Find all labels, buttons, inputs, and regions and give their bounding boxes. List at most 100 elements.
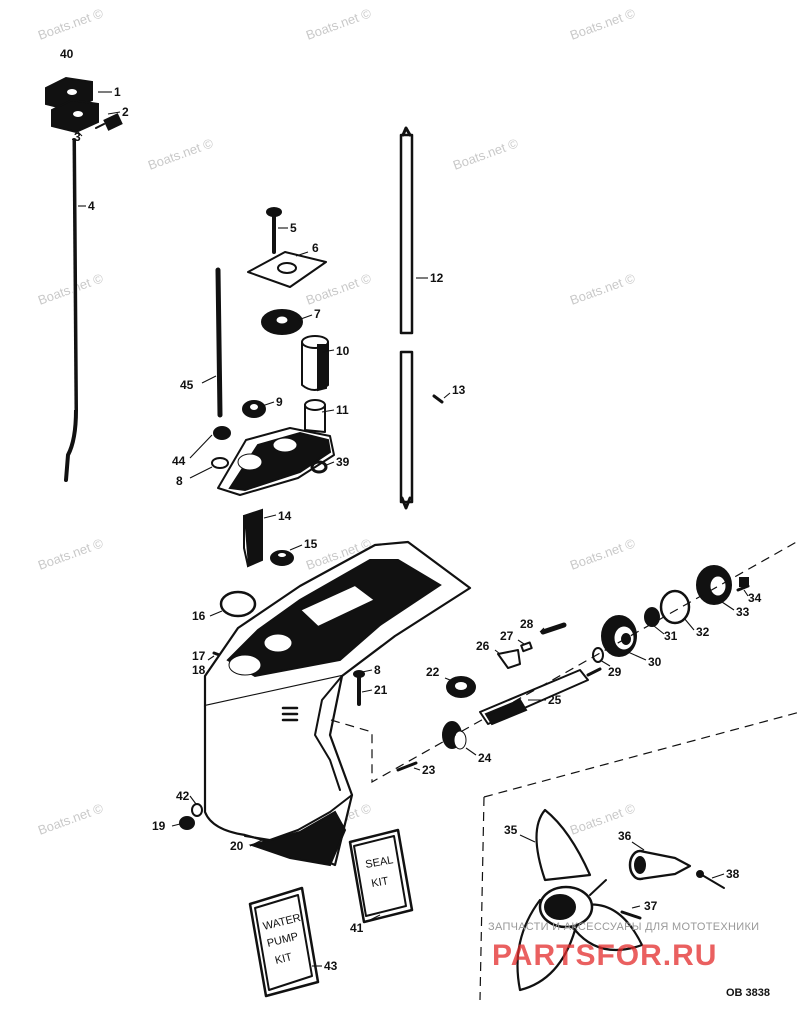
callout-1: 1 — [114, 85, 121, 99]
callout-15: 15 — [304, 537, 318, 551]
callout-8: 8 — [176, 474, 183, 488]
callout-22: 22 — [426, 665, 440, 679]
callout-7: 7 — [314, 307, 321, 321]
callout-8b: 8 — [374, 663, 381, 677]
callout-41: 41 — [350, 921, 364, 935]
callout-17: 17 — [192, 649, 206, 663]
washer-42 — [191, 803, 203, 817]
callout-20: 20 — [230, 839, 244, 853]
brand-tagline: ЗАПЧАСТИ И АКСЕССУАРЫ ДЛЯ МОТОТЕХНИКИ — [488, 921, 759, 933]
o-ring-32 — [659, 589, 691, 625]
watermark: Boats.net © — [36, 270, 106, 308]
impeller-plate — [247, 251, 327, 288]
callout-31: 31 — [664, 629, 678, 643]
water-pump-base — [217, 399, 335, 496]
callout-2: 2 — [122, 105, 129, 119]
shift-rod-connector — [45, 76, 123, 134]
callout-14: 14 — [278, 509, 292, 523]
callout-24: 24 — [478, 751, 492, 765]
pinion-gear — [442, 721, 467, 750]
watermark: Boats.net © — [568, 5, 638, 43]
callout-3: 3 — [74, 130, 81, 144]
seal-kit-box: SEAL KIT — [348, 828, 414, 924]
watermark-layer: Boats.net © Boats.net © Boats.net © Boat… — [36, 5, 638, 838]
watermark: Boats.net © — [304, 5, 374, 43]
callout-9: 9 — [276, 395, 283, 409]
shift-cradle — [497, 649, 521, 669]
callout-38: 38 — [726, 867, 740, 881]
anode — [242, 508, 263, 568]
leader-lines — [77, 91, 749, 967]
pin-23 — [396, 761, 418, 772]
seal-15 — [270, 550, 294, 566]
parts-drawing: SEAL KIT WATER PUMP KIT — [45, 76, 800, 1001]
callout-26: 26 — [476, 639, 490, 653]
dashed-assembly-line — [330, 539, 800, 784]
lock-nut — [213, 426, 231, 440]
o-ring-39 — [310, 460, 328, 474]
callout-10: 10 — [336, 344, 350, 358]
callout-34: 34 — [748, 591, 762, 605]
bushing — [242, 400, 266, 418]
callout-33: 33 — [736, 605, 750, 619]
washer-29 — [592, 647, 604, 663]
drive-shaft — [399, 126, 444, 510]
callout-23: 23 — [422, 763, 436, 777]
callout-43: 43 — [324, 959, 338, 973]
gearcase-housing — [203, 540, 472, 867]
callout-6: 6 — [312, 241, 319, 255]
callout-labels: 40 1 2 3 4 5 6 7 10 12 45 9 11 13 44 8 3… — [60, 47, 762, 973]
cotter-pin-38 — [701, 874, 725, 889]
o-ring-16 — [219, 590, 257, 618]
callout-37: 37 — [644, 899, 658, 913]
propeller — [516, 808, 644, 992]
callout-5: 5 — [290, 221, 297, 235]
callout-21: 21 — [374, 683, 388, 697]
callout-19: 19 — [152, 819, 166, 833]
callout-32: 32 — [696, 625, 710, 639]
callout-29: 29 — [608, 665, 622, 679]
watermark: Boats.net © — [568, 270, 638, 308]
callout-11: 11 — [336, 403, 349, 417]
callout-28: 28 — [520, 617, 534, 631]
callout-42: 42 — [176, 789, 190, 803]
callout-30: 30 — [648, 655, 662, 669]
propeller-shaft — [479, 667, 602, 726]
stud — [215, 267, 223, 418]
spinner-cone — [628, 849, 692, 881]
shear-pin-37 — [620, 910, 642, 920]
bearing-carrier-30 — [601, 615, 637, 657]
impeller — [261, 309, 303, 335]
shift-rod — [64, 138, 78, 482]
seal-31 — [644, 607, 660, 627]
callout-27: 27 — [500, 629, 514, 643]
callout-13: 13 — [452, 383, 466, 397]
spring-28 — [540, 622, 567, 635]
callout-45: 45 — [180, 378, 194, 392]
bolt-21 — [353, 670, 365, 706]
nut-19 — [179, 816, 195, 830]
watermark: Boats.net © — [36, 5, 106, 43]
watermark: Boats.net © — [36, 800, 106, 838]
callout-18: 18 — [192, 663, 206, 677]
water-pump-kit-box: WATER PUMP KIT — [248, 886, 320, 998]
watermark: Boats.net © — [146, 135, 216, 173]
callout-36: 36 — [618, 829, 632, 843]
retainer-33 — [696, 565, 732, 605]
callout-39: 39 — [336, 455, 350, 469]
watermark: Boats.net © — [451, 135, 521, 173]
clutch-pin — [520, 641, 533, 653]
watermark: Boats.net © — [304, 270, 374, 308]
water-tube-sleeve — [301, 335, 329, 392]
callout-35: 35 — [504, 823, 518, 837]
callout-16: 16 — [192, 609, 206, 623]
dashed-prop-box — [479, 711, 800, 1001]
callout-12: 12 — [430, 271, 444, 285]
diagram-code: OB 3838 — [726, 987, 770, 999]
pump-screw — [266, 207, 282, 254]
watermark: Boats.net © — [36, 535, 106, 573]
watermark: Boats.net © — [568, 535, 638, 573]
washer — [211, 457, 229, 469]
callout-44: 44 — [172, 454, 186, 468]
